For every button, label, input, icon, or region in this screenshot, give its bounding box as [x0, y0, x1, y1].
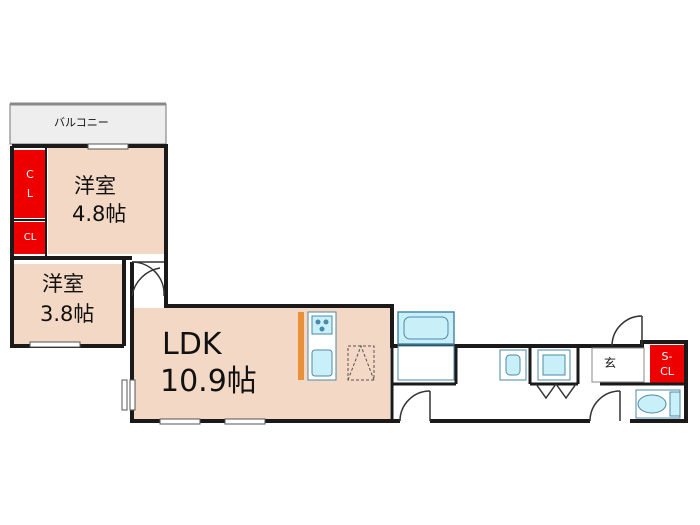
bathtub	[397, 311, 455, 345]
balcony-label: バルコニー	[54, 116, 109, 129]
balcony	[9, 102, 167, 145]
western-room-a-name: 洋室	[74, 174, 116, 198]
closet-small-label: CL	[23, 232, 37, 243]
ldk-size: 10.9帖	[160, 364, 257, 399]
entrance-label: 玄	[604, 356, 617, 370]
western-room-b-size: 3.8帖	[40, 302, 95, 326]
ldk-name: LDK	[162, 327, 222, 362]
closet-large-line2: L	[26, 187, 34, 200]
ldk-floor	[132, 308, 390, 420]
shoe-closet-line2: CL	[660, 365, 674, 378]
washing-machine	[537, 349, 571, 381]
shoe-closet-line1: S-	[661, 350, 673, 363]
western-room-a-floor	[48, 148, 164, 254]
doors	[131, 261, 643, 422]
closet-large-line1: C	[26, 168, 34, 181]
western-room-b-name: 洋室	[42, 272, 84, 296]
shoe-closet	[650, 345, 684, 383]
fridge-space	[347, 344, 375, 381]
kitchen	[298, 311, 337, 381]
washbasin	[499, 349, 527, 381]
windows	[29, 143, 266, 425]
western-room-a-size: 4.8帖	[72, 202, 127, 226]
entrance-floor	[591, 347, 645, 383]
walls	[10, 144, 688, 423]
toilet	[635, 389, 681, 419]
western-room-b-floor	[14, 264, 124, 344]
shower-area	[397, 345, 455, 381]
closet-small	[14, 222, 46, 254]
closet-large	[14, 150, 46, 218]
